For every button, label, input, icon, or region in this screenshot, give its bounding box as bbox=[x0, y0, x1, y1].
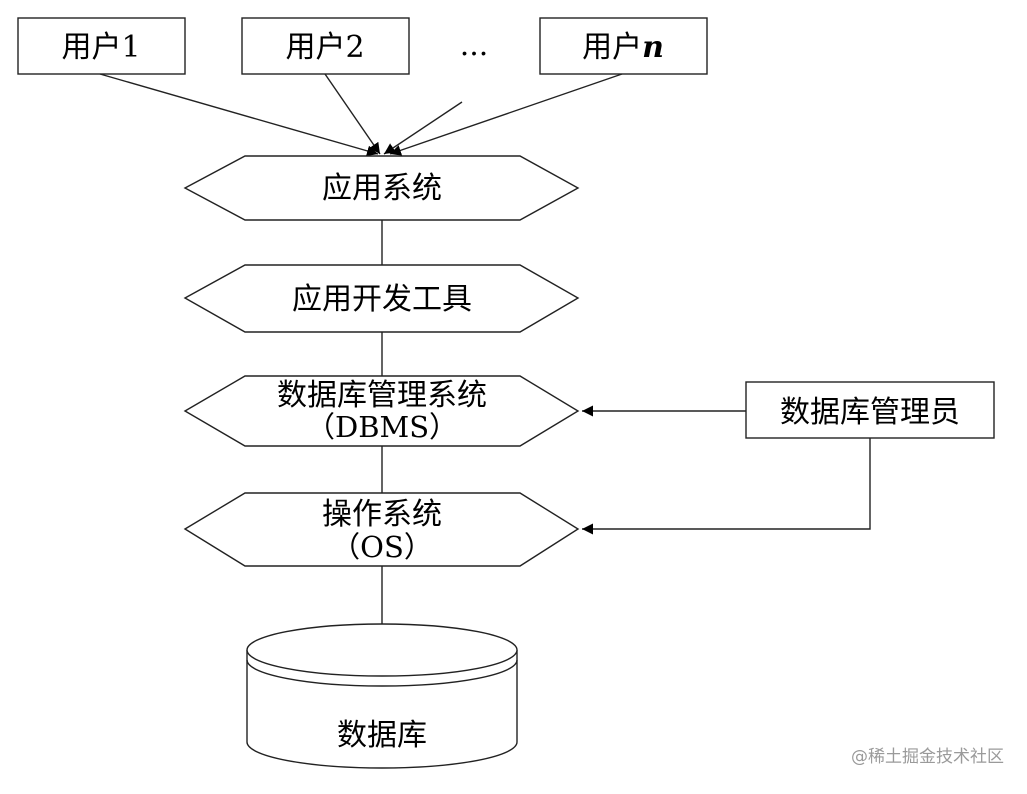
user-ellipsis: ... bbox=[460, 28, 489, 63]
watermark: @稀土掘金技术社区 bbox=[851, 747, 1004, 767]
svg-text:（OS）: （OS） bbox=[331, 530, 433, 564]
svg-text:应用开发工具: 应用开发工具 bbox=[292, 282, 472, 317]
arrow-ellipsis-to-app bbox=[383, 101, 463, 155]
svg-text:操作系统: 操作系统 bbox=[322, 497, 442, 532]
layer-dev-tools: 应用开发工具 bbox=[183, 264, 580, 333]
layer-dbms: 数据库管理系统 （DBMS） bbox=[183, 375, 580, 447]
layer-os: 操作系统 （OS） bbox=[183, 492, 580, 567]
svg-text:用户1: 用户1 bbox=[61, 30, 140, 65]
svg-text:应用系统: 应用系统 bbox=[322, 171, 442, 206]
user-box-1: 用户1 bbox=[17, 17, 186, 75]
arrow-usern-to-app bbox=[389, 73, 623, 156]
user-box-2: 用户2 bbox=[241, 17, 410, 75]
svg-text:数据库管理系统: 数据库管理系统 bbox=[277, 378, 487, 413]
svg-text:数据库管理员: 数据库管理员 bbox=[780, 395, 960, 430]
svg-text:（DBMS）: （DBMS） bbox=[306, 410, 458, 444]
arrow-user2-to-app bbox=[324, 73, 381, 155]
svg-text:用户2: 用户2 bbox=[285, 30, 364, 65]
svg-text:用户n: 用户n bbox=[582, 30, 664, 65]
arrow-user1-to-app bbox=[99, 73, 379, 157]
layer-app-system: 应用系统 bbox=[183, 155, 580, 221]
database-cylinder: 数据库 bbox=[246, 623, 518, 769]
dba-box: 数据库管理员 bbox=[745, 381, 995, 439]
user-box-n: 用户n bbox=[539, 17, 708, 75]
arrow-dba-to-os bbox=[582, 438, 871, 535]
svg-text:数据库: 数据库 bbox=[337, 718, 427, 753]
